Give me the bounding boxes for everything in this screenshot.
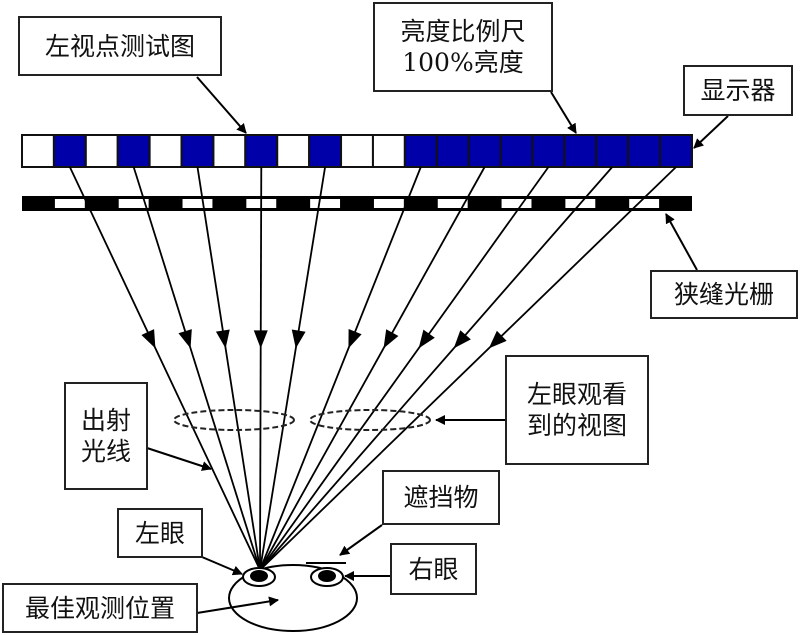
light-ray — [69, 166, 261, 571]
ray-arrowhead-icon — [178, 329, 192, 349]
display-pixel-blue — [595, 134, 630, 168]
label-best-viewing-position: 最佳观测位置 — [2, 583, 198, 633]
ray-arrowhead-icon — [383, 329, 399, 349]
label-right-eye: 右眼 — [390, 543, 477, 595]
label-brightness-scale: 亮度比例尺 100%亮度 — [373, 2, 553, 92]
display-pixel-blue — [180, 134, 215, 168]
grating-barrier — [532, 196, 565, 211]
grating-slit — [310, 199, 341, 208]
display-pixel-blue — [659, 134, 693, 168]
label-text-line1: 左眼观看 — [526, 380, 627, 409]
arrow-slit-grating — [665, 213, 698, 271]
light-ray — [259, 166, 486, 571]
ray-arrowhead-icon — [418, 329, 435, 349]
grating-barrier — [660, 196, 692, 211]
display-pixel-blue — [116, 134, 151, 168]
display-pixel-blue — [627, 134, 662, 168]
grating-slit — [373, 199, 404, 208]
ray-arrowhead-icon — [215, 329, 230, 349]
viewing-zone-ellipse-left — [173, 409, 295, 431]
display-pixel-white — [276, 134, 311, 168]
light-ray — [259, 166, 613, 571]
display-pixel-white — [21, 134, 55, 168]
viewing-zone-ellipse-right — [309, 409, 431, 431]
slit-grating-bar — [22, 196, 692, 211]
ray-arrowhead-icon — [291, 329, 306, 349]
right-eye-pupil — [318, 570, 336, 582]
ray-arrowhead-icon — [141, 329, 156, 349]
ray-arrowhead-icon — [348, 329, 362, 349]
label-left-eye: 左眼 — [117, 508, 203, 558]
label-left-eye-view: 左眼观看 到的视图 — [505, 355, 649, 465]
display-pixel-white — [148, 134, 183, 168]
ray-arrowhead-icon — [453, 330, 471, 349]
display-bar — [21, 134, 693, 168]
grating-barrier — [213, 196, 246, 211]
grating-barrier — [468, 196, 501, 211]
display-pixel-blue — [435, 134, 470, 168]
arrow-outgoing-rays — [146, 447, 212, 471]
light-ray — [259, 166, 326, 571]
display-pixel-blue — [52, 134, 87, 168]
ray-arrowhead-icon — [488, 330, 507, 349]
grating-slit — [629, 199, 660, 208]
label-display: 显示器 — [683, 65, 793, 116]
arrow-left-eye — [201, 556, 243, 576]
grating-slit — [182, 199, 213, 208]
arrow-left-view-test-image — [196, 76, 247, 134]
arrow-brightness-scale — [550, 91, 577, 134]
light-ray — [132, 166, 261, 571]
display-pixel-blue — [244, 134, 279, 168]
label-text-line2: 到的视图 — [526, 411, 627, 440]
label-outgoing-rays: 出射 光线 — [64, 382, 148, 490]
label-slit-grating: 狭缝光栅 — [650, 270, 798, 319]
label-text: 显示器 — [700, 76, 776, 105]
light-rays — [69, 166, 677, 571]
label-text: 遮挡物 — [403, 483, 479, 512]
arrow-blocker — [339, 524, 383, 556]
grating-slit — [118, 199, 149, 208]
light-ray — [196, 166, 261, 571]
grating-slit — [54, 199, 85, 208]
display-pixel-white — [340, 134, 374, 168]
grating-barrier — [277, 196, 310, 211]
label-text: 狭缝光栅 — [673, 280, 774, 309]
light-ray — [259, 166, 422, 571]
label-text: 左视点测试图 — [44, 31, 195, 61]
grating-barrier — [85, 196, 118, 211]
display-pixel-white — [84, 134, 119, 168]
display-pixel-white — [371, 134, 406, 168]
arrow-display — [693, 115, 729, 149]
grating-barrier — [149, 196, 182, 211]
grating-slit — [437, 199, 468, 208]
label-text-line2: 光线 — [80, 437, 131, 466]
light-ray — [259, 166, 677, 571]
grating-barrier — [22, 196, 54, 211]
grating-slit — [501, 199, 532, 208]
light-ray — [259, 166, 263, 571]
display-pixel-blue — [531, 134, 566, 168]
display-pixel-blue — [308, 134, 343, 168]
display-pixel-white — [212, 134, 247, 168]
display-pixel-blue — [499, 134, 534, 168]
display-pixel-blue — [403, 134, 438, 168]
display-pixel-blue — [563, 134, 598, 168]
label-text: 左眼 — [134, 518, 185, 548]
light-ray — [259, 166, 550, 571]
left-eye-pupil — [250, 570, 268, 582]
label-text-line1: 亮度比例尺 — [400, 17, 526, 46]
arrow-best-viewing-position — [196, 596, 279, 614]
grating-barrier — [404, 196, 437, 211]
grating-barrier — [341, 196, 373, 211]
label-blocker: 遮挡物 — [382, 470, 500, 525]
label-text-line1: 出射 — [80, 406, 131, 435]
ray-arrowhead-icon — [253, 330, 268, 349]
label-text: 右眼 — [408, 554, 459, 584]
display-pixel-blue — [467, 134, 502, 168]
label-text-line2: 100%亮度 — [402, 48, 524, 77]
label-text: 最佳观测位置 — [24, 593, 175, 623]
label-left-view-test-image: 左视点测试图 — [18, 16, 222, 76]
grating-barrier — [596, 196, 629, 211]
